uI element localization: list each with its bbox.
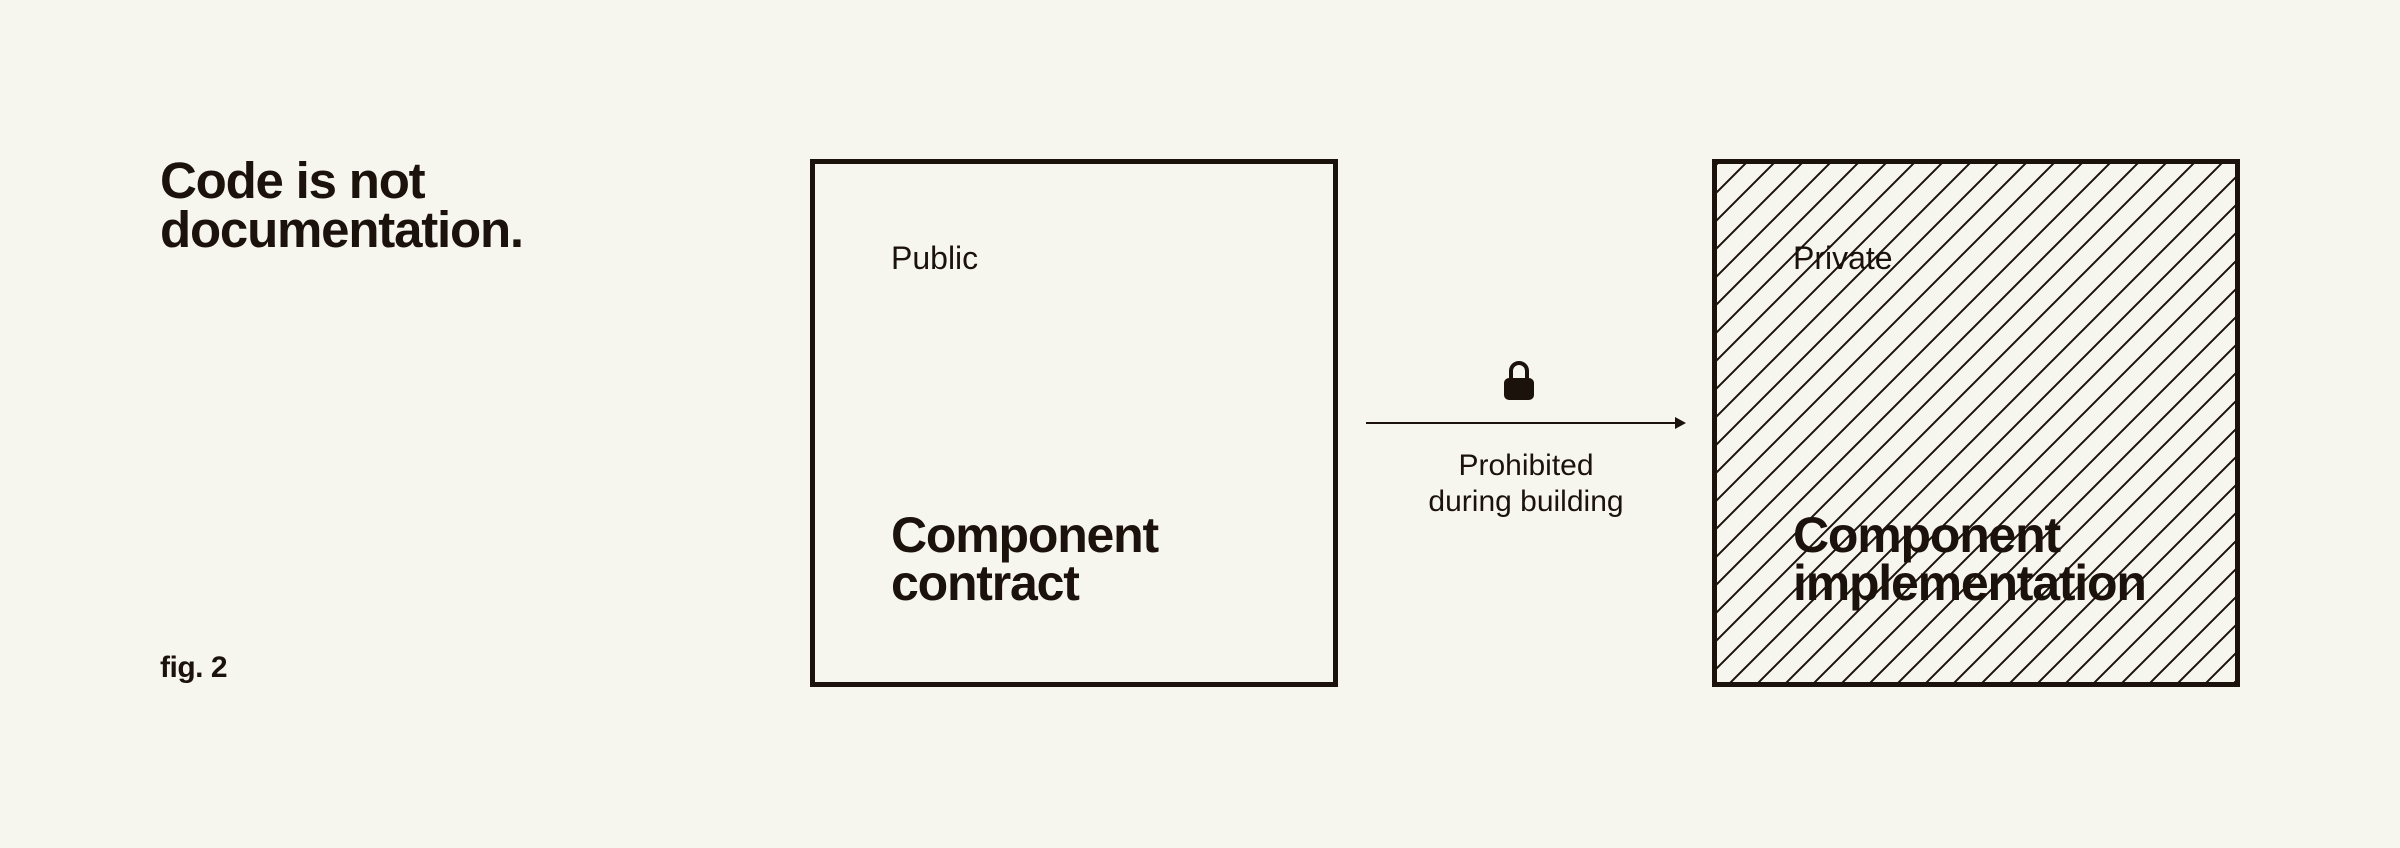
connector-label-line-2: during building — [1428, 485, 1624, 518]
private-title-line-1: Component — [1793, 507, 2061, 563]
diagonal-hatch-pattern — [1717, 164, 2235, 682]
public-contract-box: Public Component contract — [810, 159, 1338, 687]
prohibited-connector: Prohibited during building — [1360, 350, 1692, 530]
public-title-line-2: contract — [891, 555, 1080, 611]
arrow-with-lock — [1366, 361, 1686, 429]
public-box-title: Component contract — [891, 507, 1159, 611]
public-tag: Public — [891, 240, 979, 276]
private-implementation-box: Private Component implementation — [1712, 159, 2240, 687]
connector-label-line-1: Prohibited — [1458, 449, 1594, 482]
heading-line-2: documentation. — [160, 201, 524, 258]
figure-label: fig. 2 — [160, 651, 228, 684]
private-box-title: Component implementation — [1793, 507, 2147, 611]
heading-line-1: Code is not — [160, 152, 426, 209]
connector-label: Prohibited during building — [1360, 448, 1692, 520]
page-heading: Code is not documentation. — [160, 152, 720, 258]
public-title-line-1: Component — [891, 507, 1159, 563]
private-tag: Private — [1793, 240, 1893, 276]
lock-icon — [1504, 361, 1534, 400]
right-arrow-icon — [1366, 417, 1686, 429]
private-title-line-2: implementation — [1793, 555, 2147, 611]
